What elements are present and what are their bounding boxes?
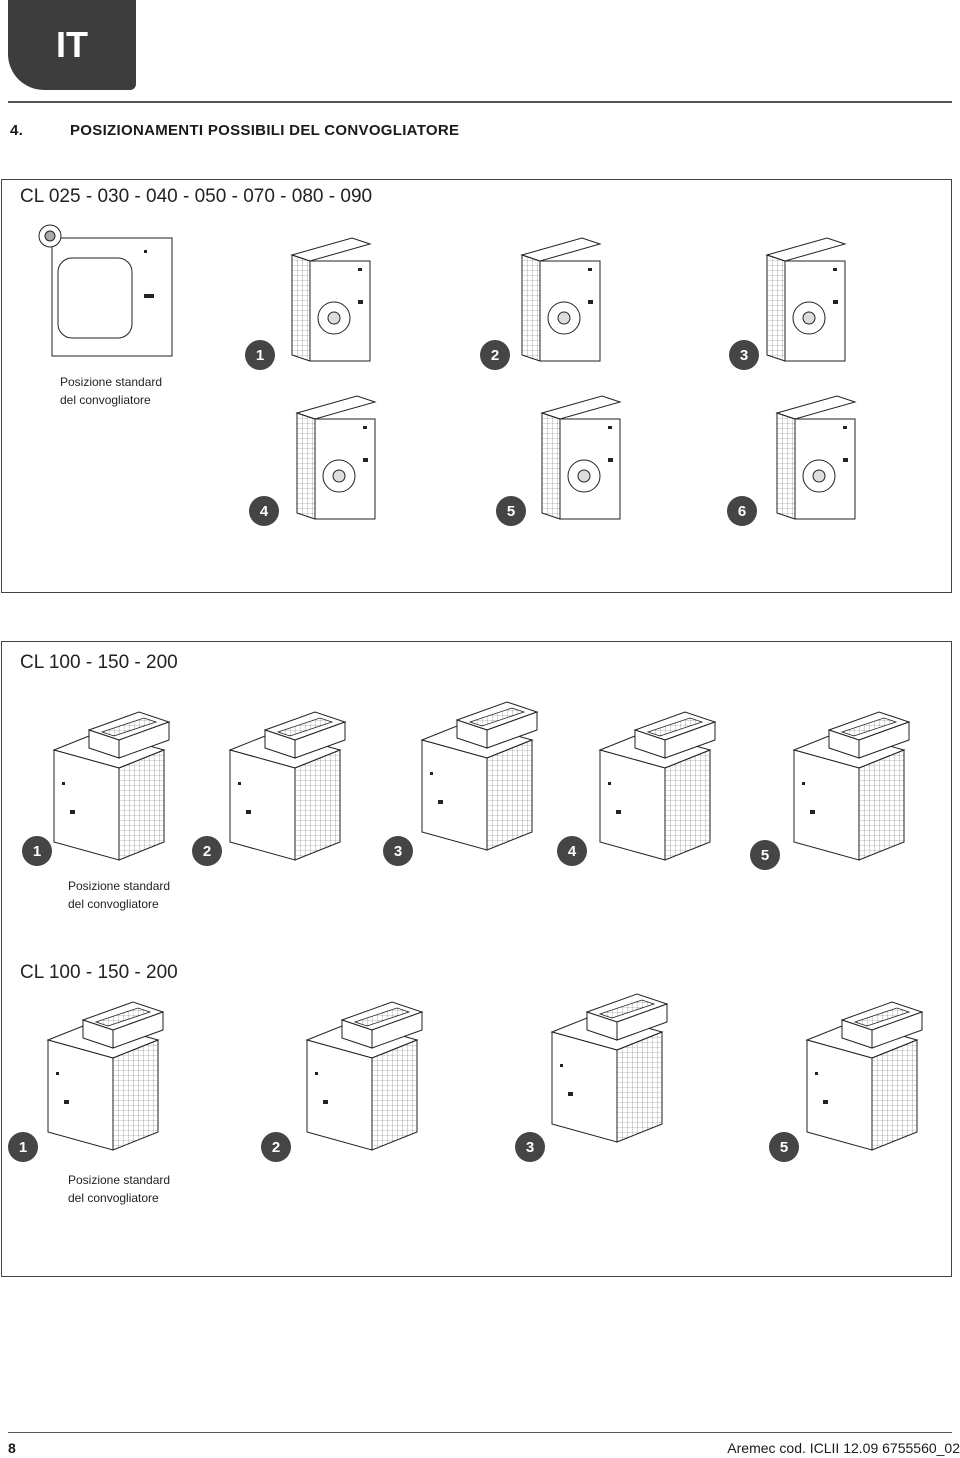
step-1-illustration [291, 237, 371, 362]
step-badge: 2 [480, 340, 510, 370]
step-4-illustration [599, 711, 716, 861]
step-5-illustration [793, 711, 910, 861]
standard-position-caption: Posizione standard del convogliatore [68, 1171, 170, 1207]
step-2-illustration [521, 237, 601, 362]
caption-line-1: Posizione standard [68, 879, 171, 893]
step-2-illustration [229, 711, 346, 861]
panel-small-models: CL 025 - 030 - 040 - 050 - 070 - 080 - 0… [1, 179, 952, 593]
page-number: 8 [8, 1440, 16, 1456]
step-badge: 1 [22, 836, 52, 866]
step-3-illustration [766, 237, 846, 362]
caption-line-2: del convogliatore [68, 1191, 159, 1205]
footer-divider [8, 1432, 952, 1433]
step-2-illustration [306, 1001, 423, 1151]
step-badge: 3 [515, 1132, 545, 1162]
standard-position-caption: Posizione standard del convogliatore [68, 877, 170, 913]
step-badge: 6 [727, 496, 757, 526]
caption-line-2: del convogliatore [68, 897, 159, 911]
header-divider [8, 101, 952, 103]
section-title-text: POSIZIONAMENTI POSSIBILI DEL CONVOGLIATO… [70, 122, 460, 139]
step-6-illustration [776, 395, 856, 520]
step-badge: 4 [557, 836, 587, 866]
step-badge: 1 [8, 1132, 38, 1162]
step-badge: 5 [496, 496, 526, 526]
step-badge: 4 [249, 496, 279, 526]
panel-heading: CL 025 - 030 - 040 - 050 - 070 - 080 - 0… [20, 186, 373, 207]
document-code: Aremec cod. ICLII 12.09 6755560_02 [727, 1440, 960, 1456]
caption-line-1: Posizione standard [68, 1173, 171, 1187]
standard-position-illustration [38, 224, 173, 357]
caption-line-2: del convogliatore [60, 393, 151, 407]
step-badge: 5 [750, 840, 780, 870]
section-title: 4. POSIZIONAMENTI POSSIBILI DEL CONVOGLIA… [10, 122, 459, 139]
step-4-illustration [296, 395, 376, 520]
section-number: 4. [10, 122, 24, 139]
panel-heading: CL 100 - 150 - 200 [20, 652, 178, 673]
language-tab: IT [8, 0, 136, 90]
step-5-illustration [541, 395, 621, 520]
step-badge: 2 [261, 1132, 291, 1162]
step-badge: 3 [383, 836, 413, 866]
step-3-illustration [551, 993, 668, 1143]
panel-heading: CL 100 - 150 - 200 [20, 962, 178, 983]
step-3-illustration [421, 701, 538, 851]
step-badge: 5 [769, 1132, 799, 1162]
caption-line-1: Posizione standard [60, 375, 163, 389]
step-5-illustration [806, 1001, 923, 1151]
panel-large-models: CL 100 - 150 - 200 1 2 3 4 5 Posizione s… [1, 641, 952, 1277]
step-badge: 3 [729, 340, 759, 370]
language-tab-label: IT [56, 24, 88, 65]
step-badge: 2 [192, 836, 222, 866]
step-badge: 1 [245, 340, 275, 370]
standard-position-caption: Posizione standard del convogliatore [60, 373, 162, 409]
step-1-illustration [53, 711, 170, 861]
step-1-illustration [47, 1001, 164, 1151]
